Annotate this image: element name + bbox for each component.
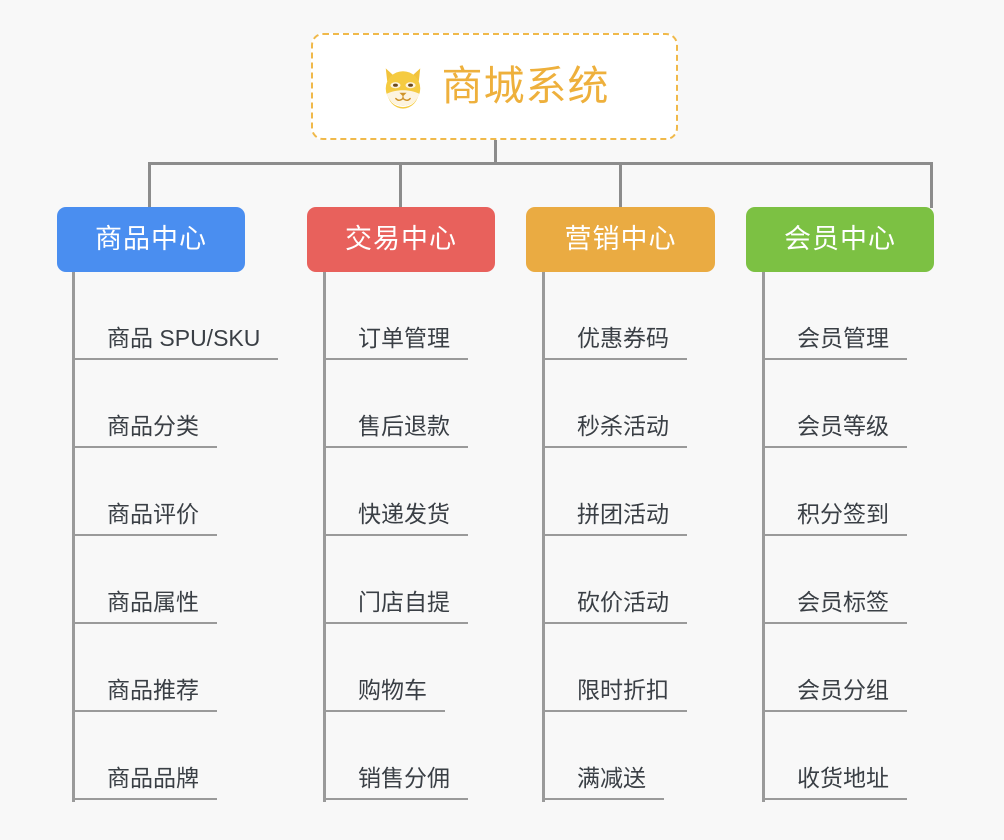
leaf-label: 商品推荐 bbox=[107, 676, 199, 703]
leaf-label: 门店自提 bbox=[358, 588, 450, 615]
leaf-item-trade-0[interactable]: 订单管理 bbox=[323, 272, 468, 360]
leaf-label: 订单管理 bbox=[358, 324, 450, 351]
leaf-spine bbox=[762, 272, 765, 802]
leaf-spine bbox=[72, 272, 75, 802]
leaf-item-trade-3[interactable]: 门店自提 bbox=[323, 536, 468, 624]
root-title: 商城系统 bbox=[441, 63, 610, 109]
branch-label: 商品中心 bbox=[95, 224, 207, 254]
leaf-label: 商品 SPU/SKU bbox=[107, 324, 261, 351]
leaf-item-product-0[interactable]: 商品 SPU/SKU bbox=[72, 272, 279, 360]
branch-node-marketing-center[interactable]: 营销中心 bbox=[526, 207, 715, 272]
branch-label: 交易中心 bbox=[345, 224, 457, 254]
leaf-item-marketing-4[interactable]: 限时折扣 bbox=[542, 624, 687, 712]
leaf-label: 购物车 bbox=[358, 676, 427, 703]
connector-horizontal-bus bbox=[148, 162, 933, 165]
leaf-label: 满减送 bbox=[577, 764, 646, 791]
leaf-label: 会员分组 bbox=[797, 676, 889, 703]
leaf-item-product-4[interactable]: 商品推荐 bbox=[72, 624, 217, 712]
root-node-shop-system[interactable]: 商城系统 bbox=[311, 33, 678, 140]
branch-label: 会员中心 bbox=[784, 224, 896, 254]
leaf-item-product-1[interactable]: 商品分类 bbox=[72, 360, 217, 448]
leaf-item-marketing-2[interactable]: 拼团活动 bbox=[542, 448, 687, 536]
leaf-item-trade-1[interactable]: 售后退款 bbox=[323, 360, 468, 448]
leaf-label: 商品评价 bbox=[107, 500, 199, 527]
leaf-item-member-3[interactable]: 会员标签 bbox=[762, 536, 907, 624]
leaf-item-member-5[interactable]: 收货地址 bbox=[762, 712, 907, 800]
leaf-label: 秒杀活动 bbox=[577, 412, 669, 439]
leaf-label: 砍价活动 bbox=[577, 588, 669, 615]
leaf-item-member-2[interactable]: 积分签到 bbox=[762, 448, 907, 536]
leaf-item-marketing-1[interactable]: 秒杀活动 bbox=[542, 360, 687, 448]
leaf-label: 会员标签 bbox=[797, 588, 889, 615]
leaf-spine bbox=[323, 272, 326, 802]
leaf-label: 会员等级 bbox=[797, 412, 889, 439]
branch-label: 营销中心 bbox=[564, 224, 677, 254]
leaf-label: 限时折扣 bbox=[577, 676, 669, 703]
leaf-item-marketing-0[interactable]: 优惠券码 bbox=[542, 272, 687, 360]
leaf-label: 商品品牌 bbox=[107, 764, 199, 791]
branch-node-trade-center[interactable]: 交易中心 bbox=[307, 207, 495, 272]
branch-node-member-center[interactable]: 会员中心 bbox=[746, 207, 934, 272]
leaf-label: 拼团活动 bbox=[577, 500, 669, 527]
leaf-label: 快递发货 bbox=[358, 500, 450, 527]
leaf-label: 销售分佣 bbox=[358, 764, 450, 791]
connector-drop-member-center bbox=[930, 162, 933, 208]
leaf-item-trade-5[interactable]: 销售分佣 bbox=[323, 712, 468, 800]
leaf-item-product-5[interactable]: 商品品牌 bbox=[72, 712, 217, 800]
leaf-label: 商品属性 bbox=[107, 588, 199, 615]
connector-drop-trade-center bbox=[399, 162, 402, 208]
branch-node-product-center[interactable]: 商品中心 bbox=[57, 207, 245, 272]
leaf-label: 收货地址 bbox=[797, 764, 889, 791]
connector-drop-marketing-center bbox=[619, 162, 622, 208]
leaf-item-member-0[interactable]: 会员管理 bbox=[762, 272, 907, 360]
leaf-item-product-2[interactable]: 商品评价 bbox=[72, 448, 217, 536]
leaf-item-member-1[interactable]: 会员等级 bbox=[762, 360, 907, 448]
leaf-item-trade-4[interactable]: 购物车 bbox=[323, 624, 445, 712]
leaf-item-trade-2[interactable]: 快递发货 bbox=[323, 448, 468, 536]
shiba-dog-face-icon bbox=[385, 67, 420, 109]
connector-root-stem bbox=[494, 140, 497, 164]
leaf-label: 积分签到 bbox=[797, 500, 889, 527]
leaf-label: 优惠券码 bbox=[577, 324, 669, 351]
leaf-item-marketing-3[interactable]: 砍价活动 bbox=[542, 536, 687, 624]
leaf-item-marketing-5[interactable]: 满减送 bbox=[542, 712, 664, 800]
leaf-label: 会员管理 bbox=[797, 324, 889, 351]
leaf-label: 售后退款 bbox=[358, 412, 450, 439]
leaf-item-member-4[interactable]: 会员分组 bbox=[762, 624, 907, 712]
leaf-spine bbox=[542, 272, 545, 802]
connector-drop-product-center bbox=[148, 162, 151, 208]
leaf-item-product-3[interactable]: 商品属性 bbox=[72, 536, 217, 624]
leaf-label: 商品分类 bbox=[107, 412, 199, 439]
